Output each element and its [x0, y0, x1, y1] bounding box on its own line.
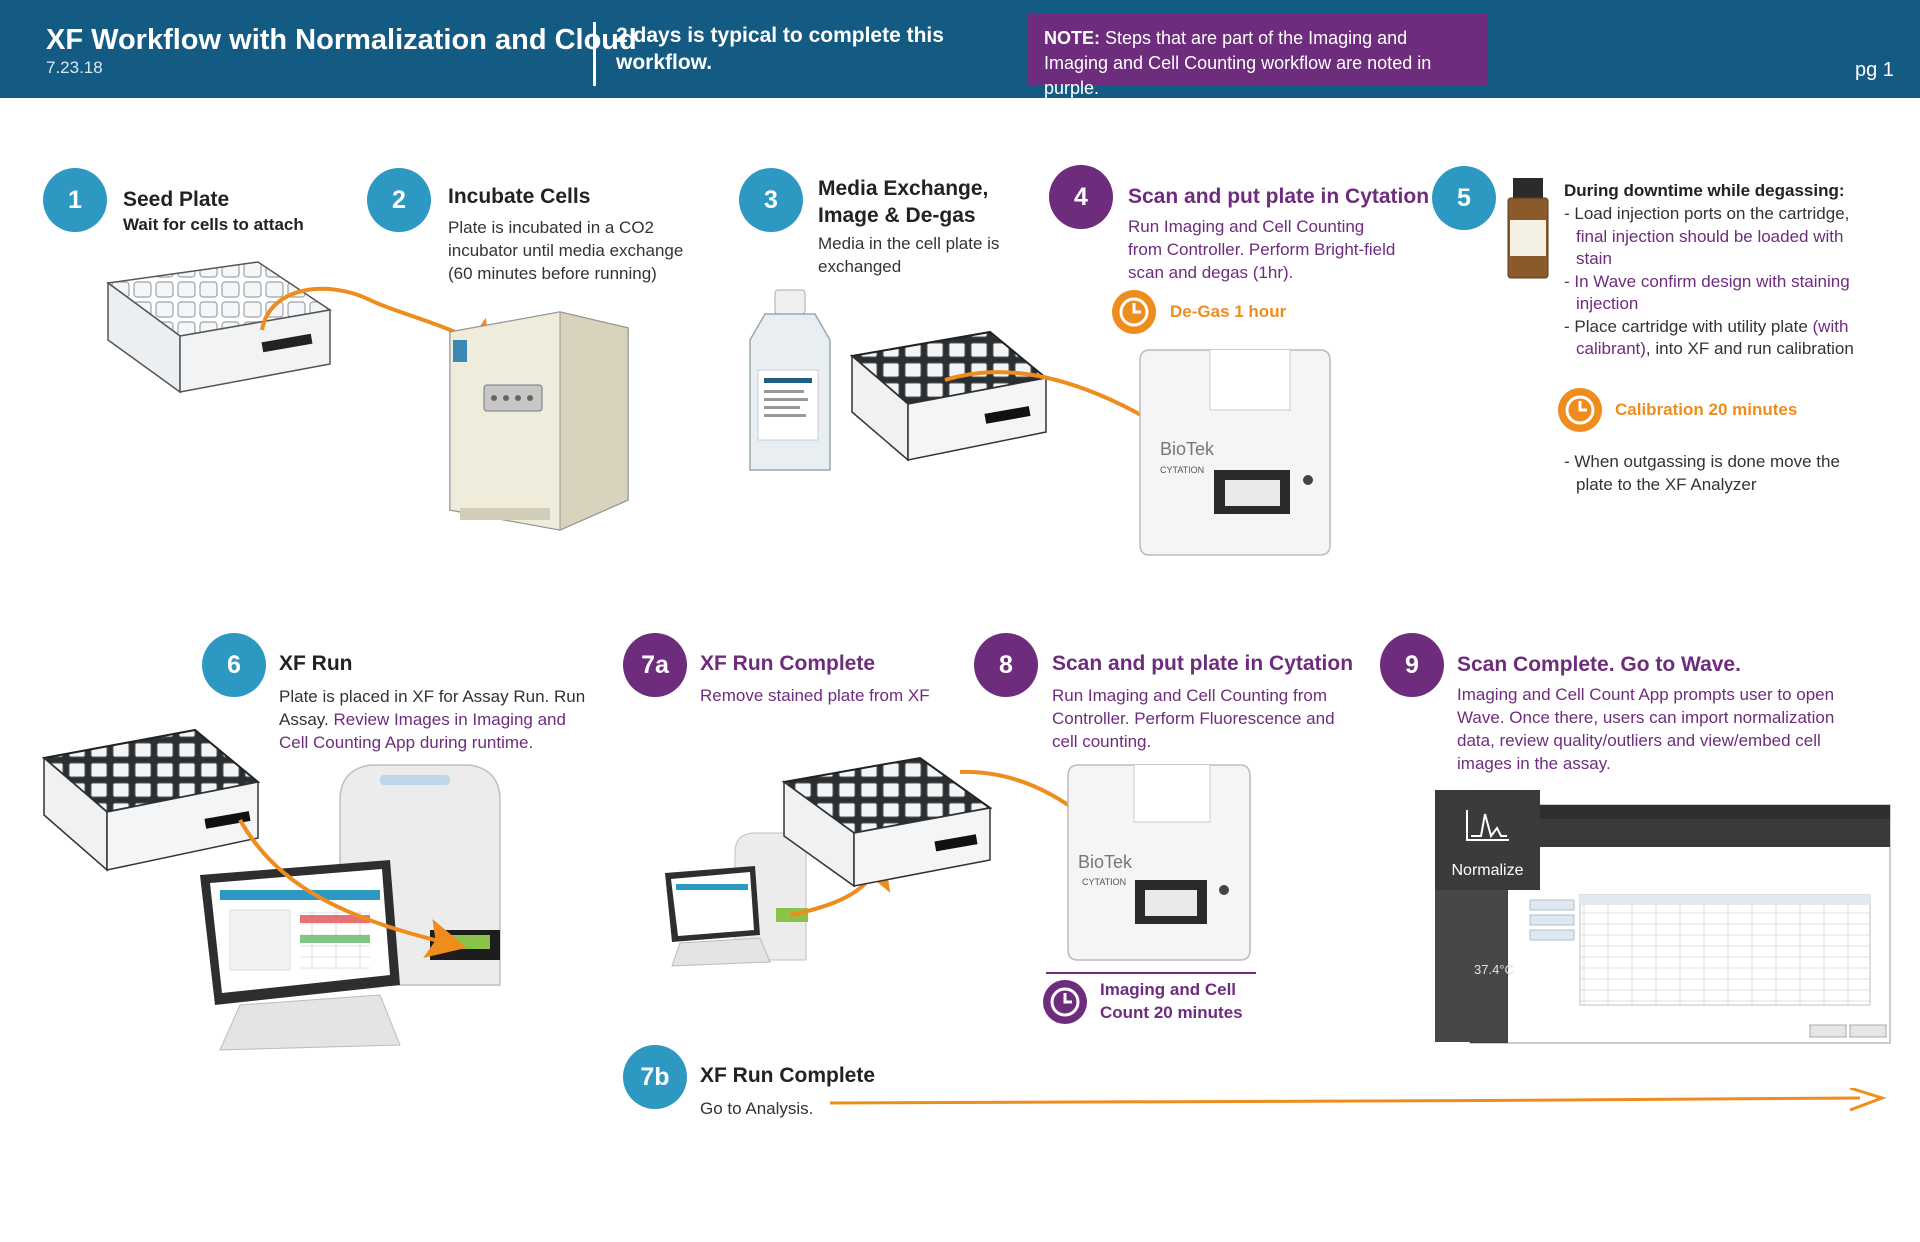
well-plate-step3 [849, 330, 1049, 462]
step-8-clock-label: Imaging and Cell Count 20 minutes [1100, 980, 1243, 1022]
step-8-text: Run Imaging and Cell Counting from Contr… [1052, 686, 1335, 751]
well-plate-step7a [781, 756, 993, 888]
step-5-badge: 5 [1432, 166, 1496, 230]
step-4-clock-label: De-Gas 1 hour [1170, 302, 1287, 321]
cytation-imager-step8: BioTek CYTATION [1067, 764, 1251, 961]
list-item: Load injection ports on the cartridge, f… [1564, 203, 1860, 271]
note-text: Steps that are part of the Imaging and I… [1044, 28, 1432, 98]
step-7b-text: Go to Analysis. [700, 1099, 814, 1118]
list-item: Place cartridge with utility plate (with… [1564, 316, 1860, 361]
wave-screenshot [1435, 790, 1891, 1044]
step-6-text: Plate is placed in XF for Assay Run. Run… [279, 685, 599, 754]
step-7a-title: XF Run Complete [700, 652, 876, 675]
text-part-purple: Review Images in Imaging and Cell Counti… [279, 710, 566, 752]
step-8-title: Scan and put plate in Cytation [1052, 652, 1354, 675]
step-2-title: Incubate Cells [448, 185, 591, 208]
step-5-final-item: - When outgassing is done move the plate… [1564, 452, 1840, 494]
step-1-title: Seed Plate [123, 188, 230, 211]
well-plate-step1 [106, 261, 332, 394]
wave-temperature: 37.4°C [1474, 962, 1514, 977]
step-9-title: Scan Complete. Go to Wave. [1457, 653, 1741, 676]
cytation-imager: BioTek CYTATION [1139, 349, 1331, 556]
page-number: pg 1 [1855, 59, 1894, 81]
step-2-badge: 2 [367, 168, 431, 232]
item-text-purple: (with calibrant) [1576, 316, 1849, 359]
text-part: Plate is placed in XF for Assay Run. Run… [279, 687, 586, 729]
step-8-badge: 8 [974, 633, 1038, 697]
step-7a-text: Remove stained plate from XF [700, 686, 930, 705]
xf-analyzer [200, 764, 501, 1051]
clock-icon [1112, 290, 1156, 334]
step-7b-title: XF Run Complete [700, 1064, 876, 1087]
item-text: Load injection ports on the cartridge, [1574, 204, 1850, 223]
device-model: CYTATION [1082, 877, 1126, 887]
step-3-text: Media in the cell plate is exchanged [818, 234, 1000, 276]
header-bar: XF Workflow with Normalization and Cloud… [0, 0, 1920, 98]
typical-duration: 2 days is typical to complete this workf… [616, 22, 956, 76]
step-6-title: XF Run [279, 652, 353, 675]
list-item: In Wave confirm design with staining inj… [1564, 271, 1860, 316]
step-5-clock-label: Calibration 20 minutes [1615, 400, 1798, 419]
normalize-label: Normalize [1451, 862, 1524, 879]
normalize-icon [1466, 810, 1509, 841]
step-1-badge: 1 [43, 168, 107, 232]
item-text-purple: In Wave confirm design with staining inj… [1574, 271, 1850, 314]
clock-icon [1043, 980, 1087, 1024]
stain-vial [1507, 178, 1549, 279]
step-2-text: Plate is incubated in a CO2 incubator un… [448, 218, 684, 283]
step-3-title: Media Exchange, Image & De-gas [818, 177, 989, 227]
note-box: NOTE: Steps that are part of the Imaging… [1028, 14, 1488, 98]
step-4-title: Scan and put plate in Cytation [1128, 185, 1430, 208]
typical-line-1: 2 days is typical to complete this [616, 24, 944, 47]
arrow-icon [829, 1088, 1887, 1112]
device-brand: BioTek [1160, 439, 1215, 459]
incubator [449, 311, 629, 531]
normalize-panel: Normalize [1435, 790, 1540, 890]
step-6-badge: 6 [202, 633, 266, 697]
typical-line-2: workflow. [616, 51, 713, 74]
step-1-subtitle: Wait for cells to attach [123, 215, 304, 234]
step-5-list: Load injection ports on the cartridge, f… [1564, 203, 1860, 361]
device-model: CYTATION [1160, 465, 1204, 475]
item-text: When outgassing is done move the plate t… [1574, 452, 1840, 494]
note-label: NOTE: [1044, 28, 1100, 48]
step-3-badge: 3 [739, 168, 803, 232]
device-brand: BioTek [1078, 852, 1133, 872]
item-text: Place cartridge with utility plate [1574, 316, 1813, 336]
page-title: XF Workflow with Normalization and Cloud [46, 24, 637, 56]
step-8-divider [1046, 972, 1256, 974]
step-4-text: Run Imaging and Cell Counting from Contr… [1128, 217, 1396, 282]
step-7a-badge: 7a [623, 633, 687, 697]
well-plate-step6 [41, 728, 261, 872]
header-divider [593, 22, 596, 86]
clock-icon [1558, 388, 1602, 432]
item-text-purple: final injection should be loaded with st… [1576, 226, 1844, 269]
page-date: 7.23.18 [46, 58, 103, 77]
arrow-icon [238, 819, 467, 958]
step-5-heading: During downtime while degassing: [1564, 181, 1845, 200]
step-4-badge: 4 [1049, 165, 1113, 229]
step-7b-badge: 7b [623, 1045, 687, 1109]
step-9-badge: 9 [1380, 633, 1444, 697]
item-text: , into XF and run calibration [1645, 339, 1854, 358]
step-9-text: Imaging and Cell Count App prompts user … [1457, 685, 1835, 773]
media-bottle [749, 289, 831, 471]
xf-analyzer-small [665, 832, 808, 967]
